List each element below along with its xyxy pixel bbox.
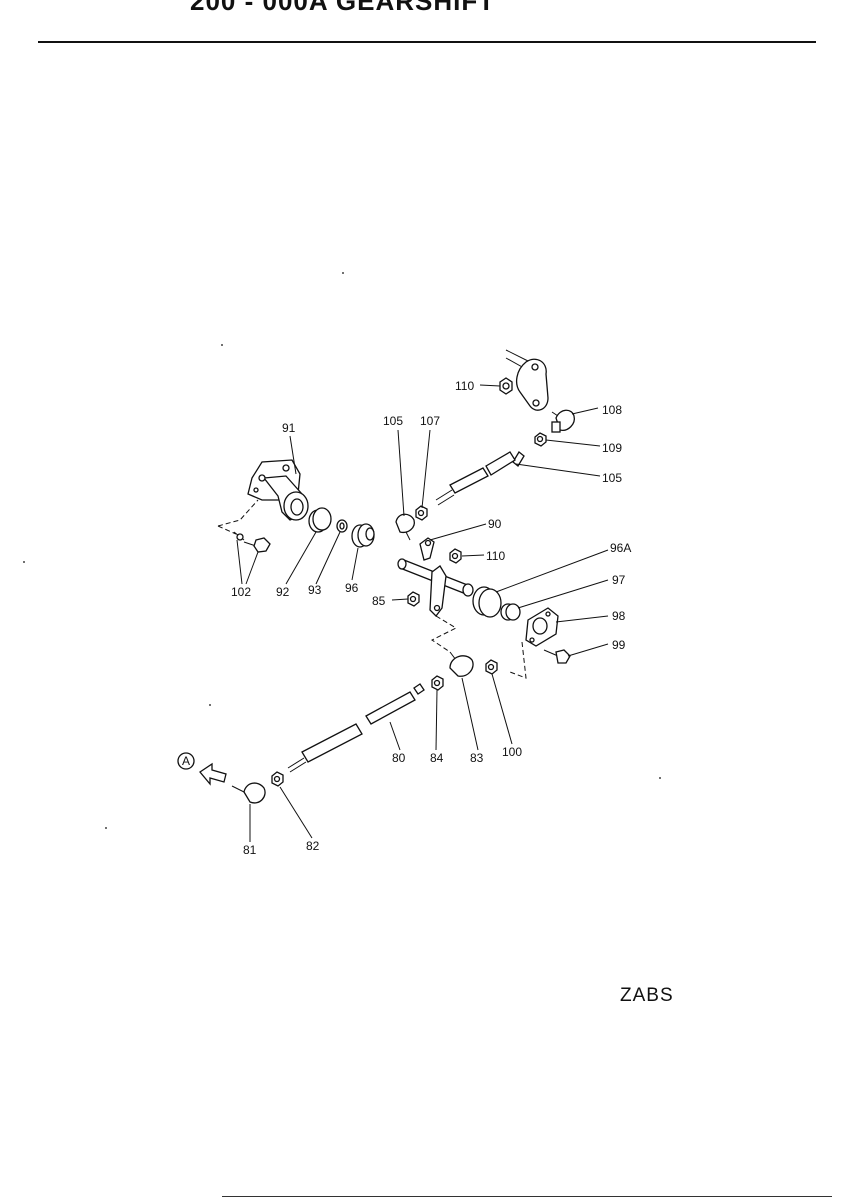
part-109-nut [534,432,547,447]
callout-82: 82 [306,839,320,853]
view-reference-label: A [182,754,190,768]
callout-96a: 96A [610,541,631,555]
part-83-ball-joint [449,651,474,677]
part-92-bushing [308,507,332,533]
callout-99: 99 [612,638,626,652]
part-108-ball-joint [551,409,575,433]
callout-81: 81 [243,843,257,857]
part-105-rod [435,451,525,506]
part-90-shift-lever [397,537,474,617]
callout-110: 110 [486,549,505,563]
part-102-bolts [233,531,271,553]
callout-107: 107 [420,414,440,428]
callout-90: 90 [488,517,502,531]
callout-96: 96 [345,581,359,595]
part-99-bolt [543,649,571,664]
part-82-nut [271,771,284,787]
top-rule [38,41,816,43]
callout-91: 91 [282,421,296,435]
bottom-rule [222,1196,832,1197]
callout-100: 100 [502,745,522,759]
callout-109: 109 [602,441,622,455]
callout-84: 84 [430,751,444,765]
part-93-washer [336,519,348,533]
callout-110: 110 [455,379,474,393]
scan-specks [23,272,661,829]
part-100-nut [485,659,498,675]
part-81-ball-joint [231,782,266,804]
callout-93: 93 [308,583,322,597]
part-105-ball-joint [395,513,415,541]
page-title: 200 - 000A GEARSHIFT [190,0,496,16]
part-96a-bushing [472,586,502,618]
part-96-grommet [351,523,375,548]
callout-83: 83 [470,751,484,765]
part-110-nut [499,377,513,395]
callout-97: 97 [612,573,626,587]
part-97-collar [500,603,521,621]
diagram-code: ZABS [620,985,674,1006]
callout-98: 98 [612,609,626,623]
callout-80: 80 [392,751,406,765]
part-84-nut [431,675,444,691]
view-reference-arrow [199,762,227,786]
callouts: 110 108 105 107 109 105 91 90 110 96A 97… [231,379,631,857]
callout-102: 102 [231,585,251,599]
part-80-rod [287,683,425,773]
callout-92: 92 [276,585,290,599]
part-107-nut [415,505,428,521]
part-91-bracket [247,459,309,521]
shift-lever-upper [505,349,549,411]
callout-105: 105 [602,471,622,485]
callout-105: 105 [383,414,403,428]
callout-108: 108 [602,403,622,417]
part-85-nut [407,591,420,607]
leader-lines [236,384,609,842]
view-reference-marker: A [177,752,195,770]
callout-85: 85 [372,594,386,608]
part-110-nut-lower [449,548,462,564]
part-98-plate [525,607,559,647]
